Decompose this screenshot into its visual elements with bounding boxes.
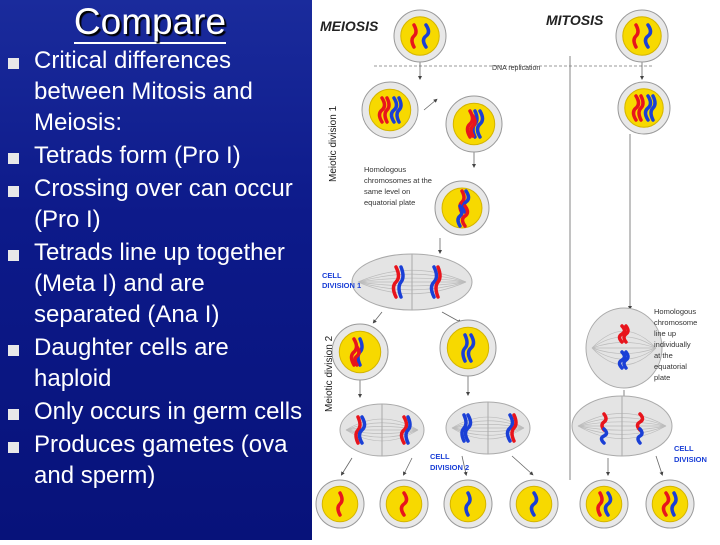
cell xyxy=(362,82,418,138)
bullet-text: Daughter cells are haploid xyxy=(34,334,229,392)
square-bullet-icon xyxy=(8,345,19,356)
cell xyxy=(380,480,428,528)
arrow xyxy=(342,458,352,474)
mitosis-note-line: at the xyxy=(654,351,673,360)
bullet-item: Produces gametes (ova and sperm) xyxy=(0,430,308,492)
homologous-note-line: equatorial plate xyxy=(364,198,415,207)
dividing-cell xyxy=(586,308,662,388)
bullet-list: Critical differences between Mitosis and… xyxy=(0,46,308,494)
mitosis-heading: MITOSIS xyxy=(546,12,604,28)
cell-nucleus xyxy=(652,486,688,522)
dividing-cell xyxy=(446,402,530,454)
homologous-note: Homologous chromosomes at the same level… xyxy=(364,165,432,207)
mitosis-note: Homologous chromosome line up individual… xyxy=(654,307,697,382)
square-bullet-icon xyxy=(8,250,19,261)
homologous-note-line: same level on xyxy=(364,187,410,196)
bullet-item: Crossing over can occur (Pro I) xyxy=(0,174,308,236)
homologous-note-line: chromosomes at the xyxy=(364,176,432,185)
arrow xyxy=(374,312,382,322)
cell-nucleus xyxy=(586,486,622,522)
cell-division-1-line: DIVISION 1 xyxy=(322,281,361,290)
cell xyxy=(444,480,492,528)
cell xyxy=(316,480,364,528)
dividing-cell xyxy=(340,404,424,456)
bullet-text: Only occurs in germ cells xyxy=(34,398,302,425)
mitosis-note-line: individually xyxy=(654,340,691,349)
cell xyxy=(646,480,694,528)
cell xyxy=(446,96,502,152)
arrow xyxy=(442,312,460,322)
square-bullet-icon xyxy=(8,153,19,164)
cell-drawings xyxy=(316,10,694,528)
slide-title: Compare xyxy=(0,0,300,44)
arrow xyxy=(656,456,662,474)
mitosis-note-line: chromosome xyxy=(654,318,697,327)
bullet-item: Tetrads form (Pro I) xyxy=(0,141,308,172)
dna-replication-label: DNA replication xyxy=(492,65,540,72)
square-bullet-icon xyxy=(8,442,19,453)
mitosis-note-line: Homologous xyxy=(654,307,696,316)
mitosis-note-line: plate xyxy=(654,373,670,382)
mitosis-note-line: line up xyxy=(654,329,676,338)
bullet-text: Tetrads form (Pro I) xyxy=(34,142,241,169)
cell xyxy=(618,82,670,134)
meiosis-mitosis-diagram: MEIOSIS MITOSIS DNA replication Meiotic … xyxy=(312,0,720,540)
bullet-item: Tetrads line up together (Meta I) and ar… xyxy=(0,238,308,330)
cell-nucleus xyxy=(447,327,488,368)
bullet-text: Critical differences between Mitosis and… xyxy=(34,47,253,136)
meiotic-division-1-label: Meiotic division 1 xyxy=(328,105,339,182)
dividing-cell xyxy=(352,254,472,310)
text-panel: Compare Critical differences between Mit… xyxy=(0,0,312,540)
cell-nucleus xyxy=(625,89,663,127)
cell xyxy=(394,10,446,62)
bullet-item: Daughter cells are haploid xyxy=(0,333,308,395)
arrow xyxy=(512,456,532,474)
slide-title-text: Compare xyxy=(74,1,226,44)
cell-division-1-line: CELL xyxy=(322,271,342,280)
bullet-text: Crossing over can occur (Pro I) xyxy=(34,175,293,233)
diagram-panel: MEIOSIS MITOSIS DNA replication Meiotic … xyxy=(312,0,720,540)
homologous-note-line: Homologous xyxy=(364,165,406,174)
arrow xyxy=(424,100,436,110)
cell-division-mitosis-line: CELL xyxy=(674,444,694,453)
cell xyxy=(440,320,496,376)
square-bullet-icon xyxy=(8,58,19,69)
square-bullet-icon xyxy=(8,409,19,420)
cell-nucleus xyxy=(369,89,410,130)
arrow xyxy=(404,458,412,474)
dividing-cell xyxy=(572,396,672,456)
mitosis-note-line: equatorial xyxy=(654,362,687,371)
cell-nucleus xyxy=(401,17,439,55)
cell-division-2-line: CELL xyxy=(430,452,450,461)
cell xyxy=(510,480,558,528)
cell-nucleus xyxy=(623,17,661,55)
meiotic-division-2-label: Meiotic division 2 xyxy=(324,335,335,412)
square-bullet-icon xyxy=(8,186,19,197)
cell-division-2-line: DIVISION 2 xyxy=(430,463,469,472)
cell xyxy=(332,324,388,380)
cell xyxy=(435,181,489,235)
bullet-text: Produces gametes (ova and sperm) xyxy=(34,431,287,489)
bullet-item: Critical differences between Mitosis and… xyxy=(0,46,308,138)
cell-division-mitosis-line: DIVISION xyxy=(674,455,707,464)
meiosis-heading: MEIOSIS xyxy=(320,18,379,34)
cell-division-mitosis-label: CELL DIVISION xyxy=(674,444,707,464)
cell xyxy=(616,10,668,62)
cell xyxy=(580,480,628,528)
bullet-item: Only occurs in germ cells xyxy=(0,397,308,428)
bullet-text: Tetrads line up together (Meta I) and ar… xyxy=(34,239,285,328)
